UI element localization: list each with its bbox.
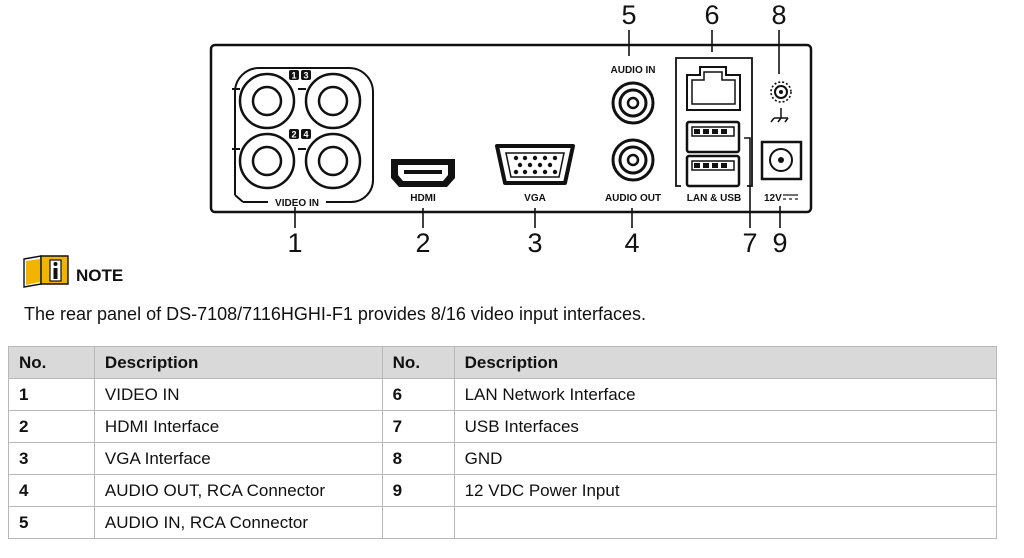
- callout-number-2: 2: [415, 228, 430, 258]
- audio-out-port: AUDIO OUT: [605, 138, 661, 204]
- usb-port-2: [685, 154, 741, 188]
- callout-number-4: 4: [624, 228, 639, 258]
- cell-no: 3: [8, 442, 95, 475]
- cell-no: 7: [381, 410, 455, 443]
- callout-number-7: 7: [742, 228, 757, 258]
- callout-number-5: 5: [621, 0, 636, 30]
- hdmi-port: HDMI: [391, 159, 455, 204]
- rear-panel-outline: [209, 43, 813, 214]
- cell-no: 1: [8, 378, 95, 411]
- channel-badge-4: 4: [303, 130, 308, 140]
- rear-panel-diagram: 1 2 3 4 5 6 7 8 9: [209, 0, 813, 258]
- header-description-2: Description: [453, 346, 998, 379]
- cell-no: 6: [381, 378, 455, 411]
- cell-description: 12 VDC Power Input: [453, 474, 998, 507]
- vga-label: VGA: [524, 193, 546, 204]
- cell-description: VGA Interface: [93, 442, 383, 475]
- cell-description: GND: [453, 442, 998, 475]
- cell-no: 5: [8, 506, 95, 539]
- cell-no: 9: [381, 474, 455, 507]
- bnc-connector-3: [298, 72, 362, 130]
- video-in-label: VIDEO IN: [275, 198, 319, 209]
- bnc-connector-1: [232, 72, 296, 130]
- table-row: 4 AUDIO OUT, RCA Connector 9 12 VDC Powe…: [8, 474, 998, 507]
- power-port: 12V: [760, 140, 803, 204]
- callout-number-1: 1: [287, 228, 302, 258]
- table-row: 1 VIDEO IN 6 LAN Network Interface: [8, 378, 998, 411]
- cell-description: HDMI Interface: [93, 410, 383, 443]
- callout-number-8: 8: [771, 0, 786, 30]
- channel-badge-3: 3: [303, 71, 308, 81]
- lan-port: [686, 66, 741, 111]
- cell-description: USB Interfaces: [453, 410, 998, 443]
- usb-port-1: [685, 120, 741, 154]
- table-row: 5 AUDIO IN, RCA Connector: [8, 506, 998, 539]
- hdmi-label: HDMI: [410, 193, 436, 204]
- cell-description: AUDIO OUT, RCA Connector: [93, 474, 383, 507]
- header-no-2: No.: [381, 346, 455, 379]
- audio-in-port: AUDIO IN: [611, 65, 656, 125]
- cell-no: [381, 506, 455, 539]
- dc-symbol-icon: [783, 194, 798, 200]
- note-row: NOTE: [22, 252, 123, 288]
- audio-in-label: AUDIO IN: [611, 65, 656, 76]
- cell-no: 8: [381, 442, 455, 475]
- callout-number-3: 3: [527, 228, 542, 258]
- table-header-row: No. Description No. Description: [8, 346, 998, 379]
- note-label: NOTE: [76, 266, 124, 285]
- callout-number-9: 9: [772, 228, 787, 258]
- audio-out-label: AUDIO OUT: [605, 193, 661, 204]
- video-in-group: 1 3 2 4 VIDEO IN: [232, 67, 374, 209]
- table-row: 3 VGA Interface 8 GND: [8, 442, 998, 475]
- bnc-connector-4: [298, 132, 362, 190]
- callout-number-6: 6: [704, 0, 719, 30]
- bnc-connector-2: [232, 132, 296, 190]
- table-row: 2 HDMI Interface 7 USB Interfaces: [8, 410, 998, 443]
- cell-description: VIDEO IN: [93, 378, 383, 411]
- cell-no: 2: [8, 410, 95, 443]
- lan-usb-group: LAN & USB: [675, 57, 753, 204]
- lan-usb-label: LAN & USB: [687, 193, 741, 204]
- channel-badge-2: 2: [291, 130, 296, 140]
- vga-port: VGA: [495, 144, 575, 204]
- cell-description: AUDIO IN, RCA Connector: [93, 506, 383, 539]
- channel-badge-1: 1: [291, 71, 296, 81]
- cell-no: 4: [8, 474, 95, 507]
- power-label: 12V: [764, 193, 782, 204]
- header-description-1: Description: [93, 346, 383, 379]
- gnd-terminal: [770, 81, 792, 123]
- leader-lines: [294, 30, 781, 228]
- note-icon: [23, 255, 69, 288]
- description-table: No. Description No. Description 1 VIDEO …: [8, 346, 998, 539]
- note-text: The rear panel of DS-7108/7116HGHI-F1 pr…: [24, 304, 647, 324]
- cell-description: LAN Network Interface: [453, 378, 998, 411]
- header-no-1: No.: [8, 346, 95, 379]
- cell-description: [453, 506, 998, 539]
- ground-icon: [770, 108, 789, 123]
